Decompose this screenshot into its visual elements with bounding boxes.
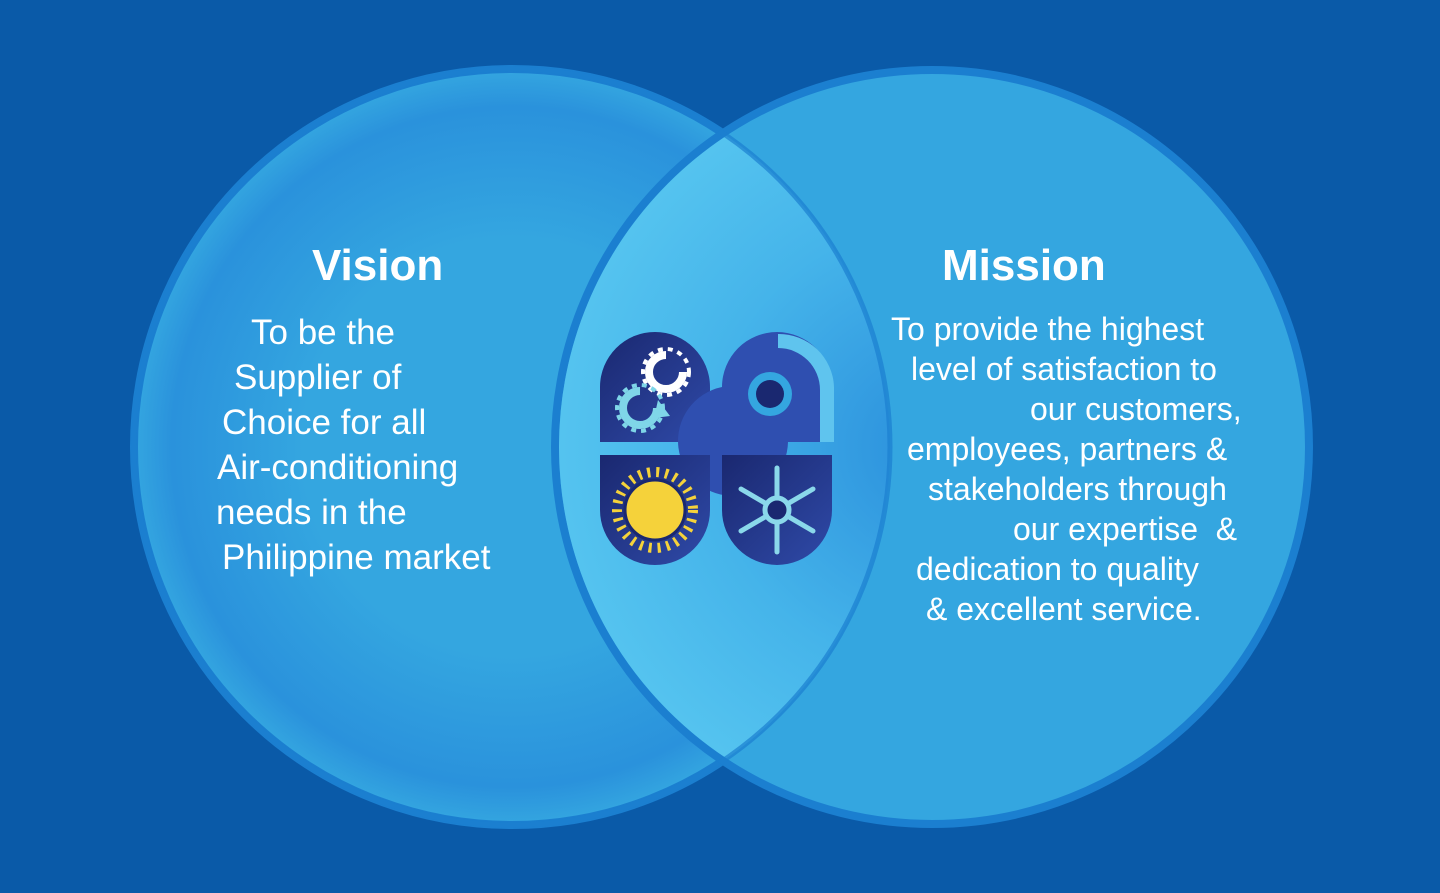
gears-icon (600, 332, 710, 442)
mission-line: & excellent service. (926, 591, 1202, 627)
mission-line: stakeholders through (928, 471, 1227, 507)
vision-title: Vision (312, 241, 444, 290)
vision-line: Philippine market (222, 538, 491, 577)
mission-line: our customers, (1030, 391, 1242, 427)
mission-line: our expertise & (1013, 511, 1238, 547)
overlap-lens (559, 74, 890, 820)
vision-line: Choice for all (222, 403, 427, 442)
sun-icon (600, 455, 710, 565)
mission-title: Mission (942, 241, 1106, 290)
vision-line: Air-conditioning (217, 448, 459, 487)
letter-a-icon (678, 332, 834, 496)
mission-line: dedication to quality (916, 551, 1199, 587)
vision-line: needs in the (216, 493, 407, 532)
vision-line: To be the (251, 313, 395, 352)
mission-line: level of satisfaction to (911, 351, 1217, 387)
company-logo (600, 332, 834, 565)
vision-line: Supplier of (234, 358, 402, 397)
mission-line: To provide the highest (891, 311, 1205, 347)
mission-line: employees, partners & (907, 431, 1228, 467)
snowflake-icon (722, 455, 832, 565)
